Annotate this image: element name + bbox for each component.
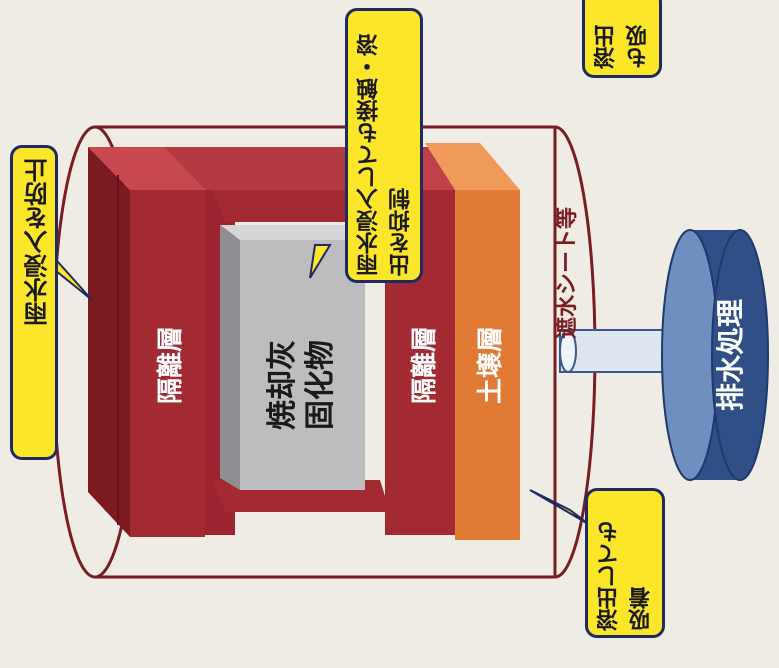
soil-layer xyxy=(455,190,520,540)
ash-block-top xyxy=(220,225,365,240)
callout-rain-prevent: 雨水浸入を防止 xyxy=(10,145,58,460)
ash-block-side xyxy=(220,225,240,490)
ash-label-text: 焼却灰固化物 xyxy=(265,340,338,430)
isolation-layer-top-side xyxy=(88,147,130,537)
callout-contact-suppress: 雨水浸入しても接触・溶出を抑制 xyxy=(345,8,423,283)
callout-contact-pointer xyxy=(309,244,332,279)
isolation-layer-top xyxy=(130,190,205,537)
callout-adsorb-top: 溶出も吸 xyxy=(582,0,662,78)
frame-top-bar xyxy=(205,178,390,190)
sheet-cylinder-body xyxy=(95,125,557,579)
drain-pipe-end xyxy=(559,329,577,373)
soil-layer-label: 土壌層 xyxy=(475,326,506,405)
callout-adsorb-top-text: 溶出も吸 xyxy=(594,25,651,69)
callout-contact-suppress-text: 雨水浸入しても接触・溶出を抑制 xyxy=(357,34,414,276)
ash-label: 焼却灰固化物 xyxy=(262,315,342,455)
ash-block xyxy=(240,240,365,490)
drain-pipe xyxy=(559,329,671,373)
callout-adsorb-bottom-text: 溶出しても吸着 xyxy=(597,521,654,631)
callout-adsorb-bottom: 溶出しても吸着 xyxy=(585,488,665,638)
soil-layer-top xyxy=(425,143,520,190)
isolation-layer-top-face xyxy=(88,147,205,190)
drain-label: 排水処理 xyxy=(714,299,747,412)
callout-adsorb-pointer xyxy=(529,489,591,526)
callout-rain-prevent-text: 雨水浸入を防止 xyxy=(24,158,52,326)
isolation-layer-bottom-label: 隔離層 xyxy=(409,326,440,405)
isolation-layer-top-label: 隔離層 xyxy=(155,326,186,405)
sheet-label: 遮水シート等 xyxy=(555,207,580,340)
drain-tank-bottom xyxy=(711,229,769,481)
